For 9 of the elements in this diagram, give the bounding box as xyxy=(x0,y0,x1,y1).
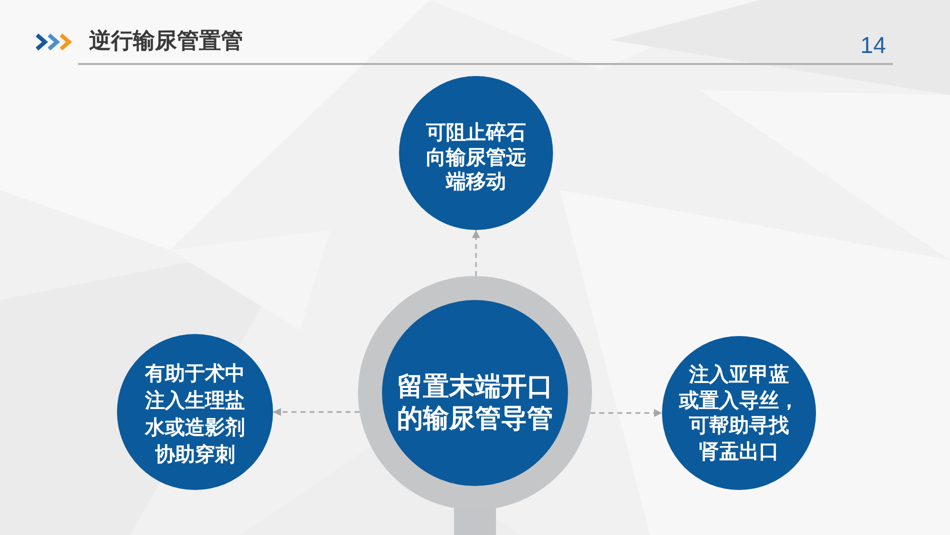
page-number: 14 xyxy=(860,31,886,59)
topic-text: 注入亚甲蓝或置入导丝，可帮助寻找肾盂出口 xyxy=(679,362,799,464)
dashed-arrow xyxy=(273,408,360,416)
topic-text: 可阻止碎石向输尿管远端移动 xyxy=(426,120,526,194)
dashed-arrow xyxy=(590,409,662,417)
topic-text: 留置末端开口的输尿管导管 xyxy=(397,371,553,435)
topic-text: 有助于术中注入生理盐水或造影剂协助穿刺 xyxy=(145,360,245,468)
dashed-arrow xyxy=(472,230,480,276)
slide-title: 逆行输尿管置管 xyxy=(89,28,243,56)
